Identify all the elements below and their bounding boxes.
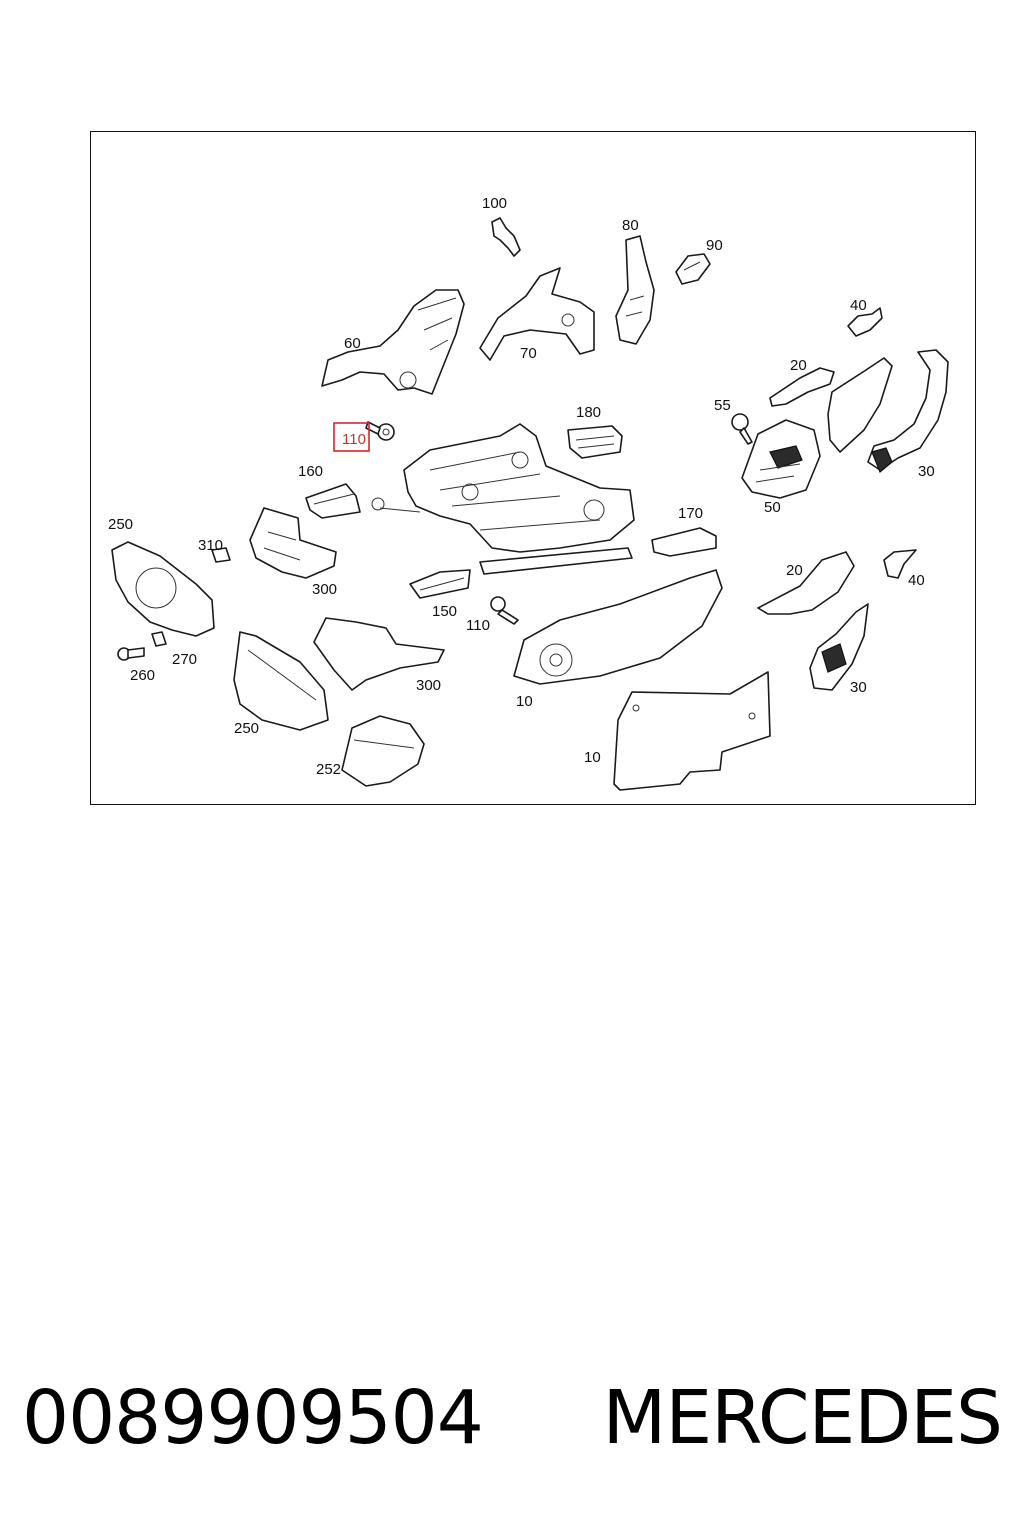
part-30-bottom[interactable]: [809, 603, 869, 691]
part-170[interactable]: [651, 527, 717, 557]
callout-150: 150: [432, 603, 457, 620]
callout-10-trim: 10: [516, 693, 533, 710]
part-20-housing[interactable]: [827, 357, 893, 453]
callout-90: 90: [706, 237, 723, 254]
part-80[interactable]: [615, 235, 655, 345]
callout-30-top: 30: [918, 463, 935, 480]
brand-name: MERCEDES: [602, 1375, 1003, 1461]
part-100[interactable]: [491, 217, 521, 257]
footer-caption: 0089909504 MERCEDES: [0, 1368, 1024, 1468]
callout-20-bottom: 20: [786, 562, 803, 579]
part-310[interactable]: [211, 547, 231, 563]
part-90[interactable]: [675, 253, 711, 285]
part-250-top[interactable]: [111, 541, 215, 637]
part-55[interactable]: [731, 413, 753, 445]
callout-80: 80: [622, 217, 639, 234]
highlight-box-110: [333, 422, 370, 452]
callout-260: 260: [130, 667, 155, 684]
callout-40-top: 40: [850, 297, 867, 314]
part-270[interactable]: [151, 631, 167, 647]
part-300-bottom[interactable]: [313, 617, 445, 691]
parts-diagram: 100 80 90 60 70 40 20 55 180 110 160 30 …: [108, 195, 949, 791]
part-20-top[interactable]: [769, 367, 835, 407]
part-250-bottom[interactable]: [233, 631, 329, 731]
callout-170: 170: [678, 505, 703, 522]
callout-10-panel: 10: [584, 749, 601, 766]
part-160[interactable]: [305, 483, 361, 519]
callout-100: 100: [482, 195, 507, 212]
part-252[interactable]: [341, 715, 425, 787]
part-40-bottom[interactable]: [883, 549, 917, 579]
callout-55: 55: [714, 397, 731, 414]
callout-20-top: 20: [790, 357, 807, 374]
part-110-highlighted[interactable]: [365, 421, 395, 441]
part-10-trim[interactable]: [513, 569, 723, 685]
callout-270: 270: [172, 651, 197, 668]
callout-250-top: 250: [108, 516, 133, 533]
callout-310: 310: [198, 537, 223, 554]
callout-40-bottom: 40: [908, 572, 925, 589]
part-70[interactable]: [479, 267, 595, 361]
callout-110-highlighted[interactable]: 110: [342, 431, 366, 448]
callout-252: 252: [316, 761, 341, 778]
callout-60: 60: [344, 335, 361, 352]
part-40-top[interactable]: [847, 307, 883, 337]
callout-300-bottom: 300: [416, 677, 441, 694]
seat-frame[interactable]: [371, 423, 635, 575]
part-30-top[interactable]: [867, 349, 949, 473]
callout-250-bottom: 250: [234, 720, 259, 737]
part-10-panel[interactable]: [613, 671, 771, 791]
part-50[interactable]: [741, 419, 821, 499]
callout-110-bottom: 110: [466, 617, 490, 634]
callout-50: 50: [764, 499, 781, 516]
part-number: 0089909504: [22, 1375, 484, 1461]
callout-300-top: 300: [312, 581, 337, 598]
callout-30-bottom: 30: [850, 679, 867, 696]
part-20-bottom[interactable]: [757, 551, 855, 615]
part-180[interactable]: [567, 425, 623, 459]
callout-70: 70: [520, 345, 537, 362]
part-150[interactable]: [409, 569, 471, 599]
part-300-top[interactable]: [249, 507, 337, 579]
part-260[interactable]: [117, 647, 145, 661]
callout-180: 180: [576, 404, 601, 421]
callout-160: 160: [298, 463, 323, 480]
part-110-bottom[interactable]: [490, 596, 519, 625]
part-60[interactable]: [321, 289, 465, 395]
